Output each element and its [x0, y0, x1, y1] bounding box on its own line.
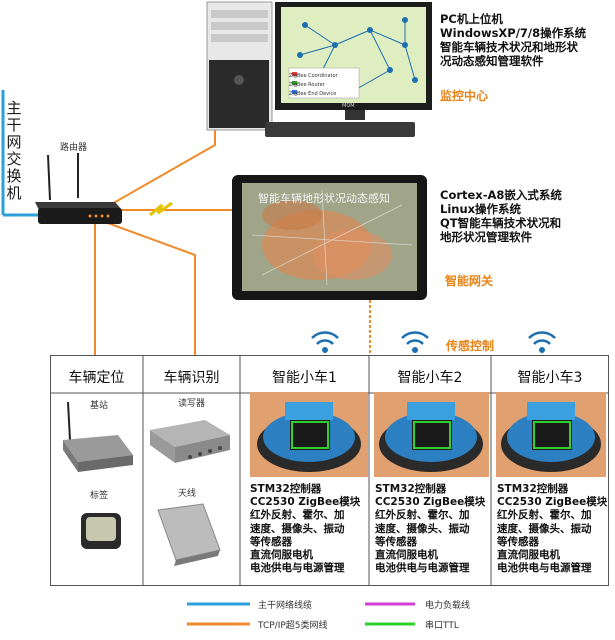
base-station-label: 基站	[90, 401, 109, 411]
legend-swatches	[187, 602, 415, 626]
wifi-icon	[311, 331, 339, 353]
switch-label: 主干网交换机	[6, 99, 22, 202]
legend-tcp: TCP/IP超5类网线	[258, 621, 328, 631]
router-icon	[35, 153, 122, 224]
monitoring-center-title: 监控中心	[440, 89, 489, 103]
pc-workstation	[206, 1, 432, 137]
header-car-2: 智能小车2	[397, 370, 463, 386]
gateway-title: 智能网关	[445, 274, 494, 288]
sensing-control-label: 传感控制	[446, 339, 495, 353]
smart-car-2-image	[374, 392, 489, 477]
tcp-line-pc	[109, 95, 216, 206]
monitor-brand: MOM	[342, 103, 355, 109]
header-positioning: 车辆定位	[68, 370, 125, 386]
antenna-icon	[157, 503, 221, 566]
gateway-tablet	[232, 175, 427, 300]
wifi-icon	[528, 331, 556, 353]
header-car-3: 智能小车3	[517, 370, 583, 386]
legend-backbone: 主干网络线缆	[258, 601, 313, 611]
base-station-icon	[63, 401, 133, 472]
antenna-label: 天线	[178, 489, 197, 499]
legend-power: 电力负载线	[425, 601, 471, 611]
gateway-screen-title: 智能车辆地形状况动态感知	[258, 192, 390, 205]
header-recognition: 车辆识别	[163, 370, 220, 386]
smart-car-1-image	[250, 392, 368, 477]
tag-icon	[81, 513, 121, 549]
smart-car-3-image	[496, 392, 606, 477]
wifi-icon	[401, 331, 429, 353]
reader-label: 读写器	[178, 399, 206, 409]
router-label: 路由器	[60, 143, 88, 153]
tag-label: 标签	[90, 491, 109, 501]
lightning-icon	[149, 201, 173, 217]
reader-icon	[150, 420, 230, 463]
header-car-1: 智能小车1	[272, 370, 337, 386]
tcp-line-recognition	[104, 221, 196, 355]
legend-ttl: 串口TTL	[425, 621, 459, 631]
